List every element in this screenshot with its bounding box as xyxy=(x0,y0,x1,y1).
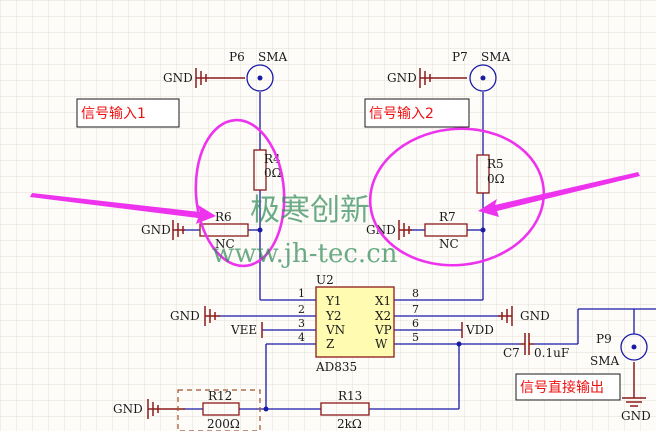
ic-u2: U2 AD835 1 2 3 4 8 7 6 5 Y1 Y2 VN Z X1 X… xyxy=(298,273,419,374)
gnd-label: GND xyxy=(141,223,171,237)
pin-4-number: 4 xyxy=(298,331,305,344)
pin-7-number: 7 xyxy=(412,303,419,316)
c7-designator: C7 xyxy=(503,346,520,360)
p9-type: SMA xyxy=(590,354,620,368)
pin-8-number: 8 xyxy=(412,287,419,300)
watermark-line2: www.jh-tec.cn xyxy=(212,239,398,269)
watermark-line1: 极寒创新 xyxy=(250,193,370,228)
vdd-label: VDD xyxy=(465,323,494,337)
capacitor-c7 xyxy=(520,333,534,355)
r7-designator: R7 xyxy=(439,210,456,224)
pin-1-number: 1 xyxy=(298,287,305,300)
junction-dot xyxy=(480,227,486,233)
gnd-symbol-r12 xyxy=(147,399,185,419)
gnd-label: GND xyxy=(520,309,550,323)
sma-connector-p9: P9 SMA xyxy=(590,309,648,368)
pin-2-number: 2 xyxy=(298,303,305,316)
r12-value: 200Ω xyxy=(207,417,240,431)
watermark: 极寒创新 www.jh-tec.cn xyxy=(212,193,398,269)
r13-designator: R13 xyxy=(338,389,362,403)
annotation-ellipse-right xyxy=(368,127,546,267)
c7-value: 0.1uF xyxy=(534,346,569,360)
resistor-r7-body xyxy=(424,223,468,237)
gnd-symbol-r7 xyxy=(398,220,412,240)
r6-value: NC xyxy=(215,237,235,251)
vee-label: VEE xyxy=(230,323,257,337)
junction-dot xyxy=(263,406,269,412)
junction-dot xyxy=(257,227,263,233)
note-input1: 信号输入1 xyxy=(76,98,180,128)
pin-7-name: X2 xyxy=(375,309,391,323)
gnd-label: GND xyxy=(387,71,417,85)
note-input1-text: 信号输入1 xyxy=(81,106,146,122)
r7-value: NC xyxy=(439,237,459,251)
r12-designator: R12 xyxy=(208,389,232,403)
gnd-symbol-r6 xyxy=(172,220,185,240)
r5-designator: R5 xyxy=(487,157,504,171)
r6-designator: R6 xyxy=(215,210,232,224)
gnd-label: GND xyxy=(170,309,200,323)
r5-value: 0Ω xyxy=(487,172,505,186)
sma-connector-p6: P6 SMA xyxy=(229,50,288,92)
ic-designator: U2 xyxy=(316,273,334,287)
r13-value: 2kΩ xyxy=(337,417,362,431)
gnd-symbol-p6 xyxy=(195,68,245,88)
junctions xyxy=(257,227,486,412)
pin-3-number: 3 xyxy=(298,317,305,330)
gnd-label: GND xyxy=(366,223,396,237)
gnd-label: GND xyxy=(163,71,193,85)
resistor-r4-body xyxy=(253,149,267,191)
pin-6-number: 6 xyxy=(412,317,419,330)
resistor-r13-body xyxy=(320,402,370,416)
junction-dot xyxy=(456,341,462,347)
annotation-arrow-right xyxy=(478,172,640,217)
gnd-label: GND xyxy=(113,402,143,416)
r4-value: 0Ω xyxy=(264,166,282,180)
pin-8-name: X1 xyxy=(375,294,391,308)
p6-type: SMA xyxy=(258,50,288,64)
r12-dashed-outline xyxy=(177,389,261,431)
pin-4-name: Z xyxy=(326,337,334,351)
note-output: 信号直接输出 xyxy=(515,373,621,401)
annotation-arrow-left xyxy=(30,193,216,224)
note-output-text: 信号直接输出 xyxy=(520,379,604,396)
gnd-symbol-pin2 xyxy=(204,306,220,326)
note-input2: 信号输入2 xyxy=(364,98,470,128)
resistor-r6-body xyxy=(199,223,249,237)
resistor-r5-body xyxy=(476,154,490,194)
wires xyxy=(183,92,656,410)
pin-5-name: W xyxy=(375,337,388,351)
p6-designator: P6 xyxy=(229,50,245,64)
gnd-label: GND xyxy=(621,409,651,423)
pin-6-name: VP xyxy=(374,323,392,337)
ic-body xyxy=(315,286,395,358)
pin-3-name: VN xyxy=(325,323,345,337)
ic-part: AD835 xyxy=(315,360,357,374)
pin-5-number: 5 xyxy=(412,331,419,344)
p7-designator: P7 xyxy=(452,50,468,64)
p9-designator: P9 xyxy=(596,332,612,346)
p7-type: SMA xyxy=(481,50,511,64)
gnd-symbol-p9 xyxy=(622,362,646,407)
resistor-r12-body xyxy=(202,402,240,416)
gnd-symbol-pin7 xyxy=(498,306,513,326)
gnd-symbol-p7 xyxy=(419,68,467,88)
note-input2-text: 信号输入2 xyxy=(369,106,434,122)
sma-connector-p7: P7 SMA xyxy=(452,50,511,92)
pin-1-name: Y1 xyxy=(325,294,342,308)
annotation-ellipse-left xyxy=(194,118,286,268)
pin-2-name: Y2 xyxy=(325,309,342,323)
